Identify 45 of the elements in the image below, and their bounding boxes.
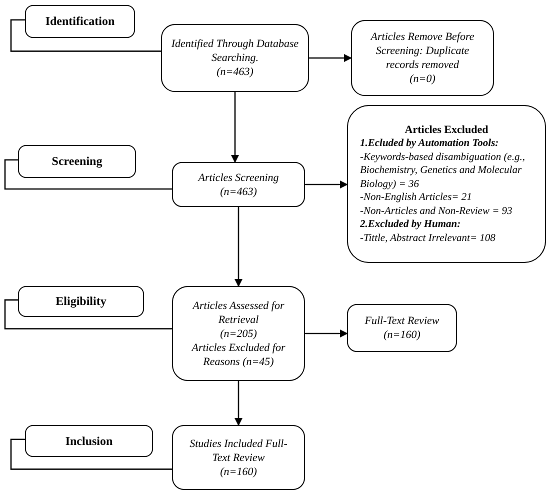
process-box	[172, 286, 305, 381]
process-box	[172, 162, 305, 207]
box-text: 2.Excluded by Human:	[360, 218, 461, 232]
stage-box	[18, 286, 144, 317]
box-text: Identified Through Database Searching.	[170, 37, 300, 65]
bracket-connector	[4, 159, 172, 190]
arrow	[231, 92, 239, 163]
stage-box	[18, 145, 136, 178]
box-text: Full-Text Review	[364, 314, 440, 328]
bracket-connector	[10, 438, 172, 470]
arrow	[234, 381, 242, 426]
process-box	[347, 105, 546, 263]
box-text: Articles Screening	[198, 170, 279, 184]
process-box	[172, 425, 305, 490]
arrow	[305, 330, 348, 338]
box-text: (n=160)	[220, 464, 257, 478]
bracket-connector	[4, 299, 172, 330]
arrow	[305, 180, 348, 188]
arrow	[234, 207, 242, 287]
process-box	[351, 20, 494, 96]
box-text: (n=463)	[216, 65, 254, 79]
arrow	[309, 54, 352, 62]
bracket-connector	[10, 19, 161, 52]
box-heading: Articles Excluded	[404, 123, 488, 137]
box-text: (n=205)	[220, 326, 257, 340]
box-text: 1.Ecluded by Automation Tools:	[360, 137, 499, 150]
box-text: -Non-English Articles= 21	[360, 191, 472, 204]
box-text: Articles Excluded for Reasons (n=45)	[190, 340, 286, 368]
box-text: Studies Included Full-Text Review	[188, 436, 288, 464]
process-box	[161, 24, 309, 92]
box-text: (n=463)	[220, 184, 257, 198]
box-text: Articles Remove Before Screening: Duplicate records removed	[369, 30, 476, 72]
stage-label: Eligibility	[56, 294, 106, 309]
box-text: (n=160)	[384, 328, 420, 342]
box-text: Articles Assessed for Retrieval	[191, 298, 286, 326]
process-box	[347, 304, 457, 352]
stage-label: Identification	[45, 14, 115, 29]
stage-label: Screening	[52, 154, 102, 169]
box-text: -Tittle, Abstract Irrelevant= 108	[360, 232, 496, 245]
stage-label: Inclusion	[65, 434, 113, 448]
stage-box	[25, 5, 135, 38]
box-text: -Keywords-based disambiguation (e.g., Biochemistry, Genetics and Molecular Biology) = 36	[360, 150, 526, 191]
box-text: (n=0)	[410, 72, 436, 86]
box-text: -Non-Articles and Non-Review = 93	[360, 204, 512, 218]
stage-box	[25, 425, 153, 457]
